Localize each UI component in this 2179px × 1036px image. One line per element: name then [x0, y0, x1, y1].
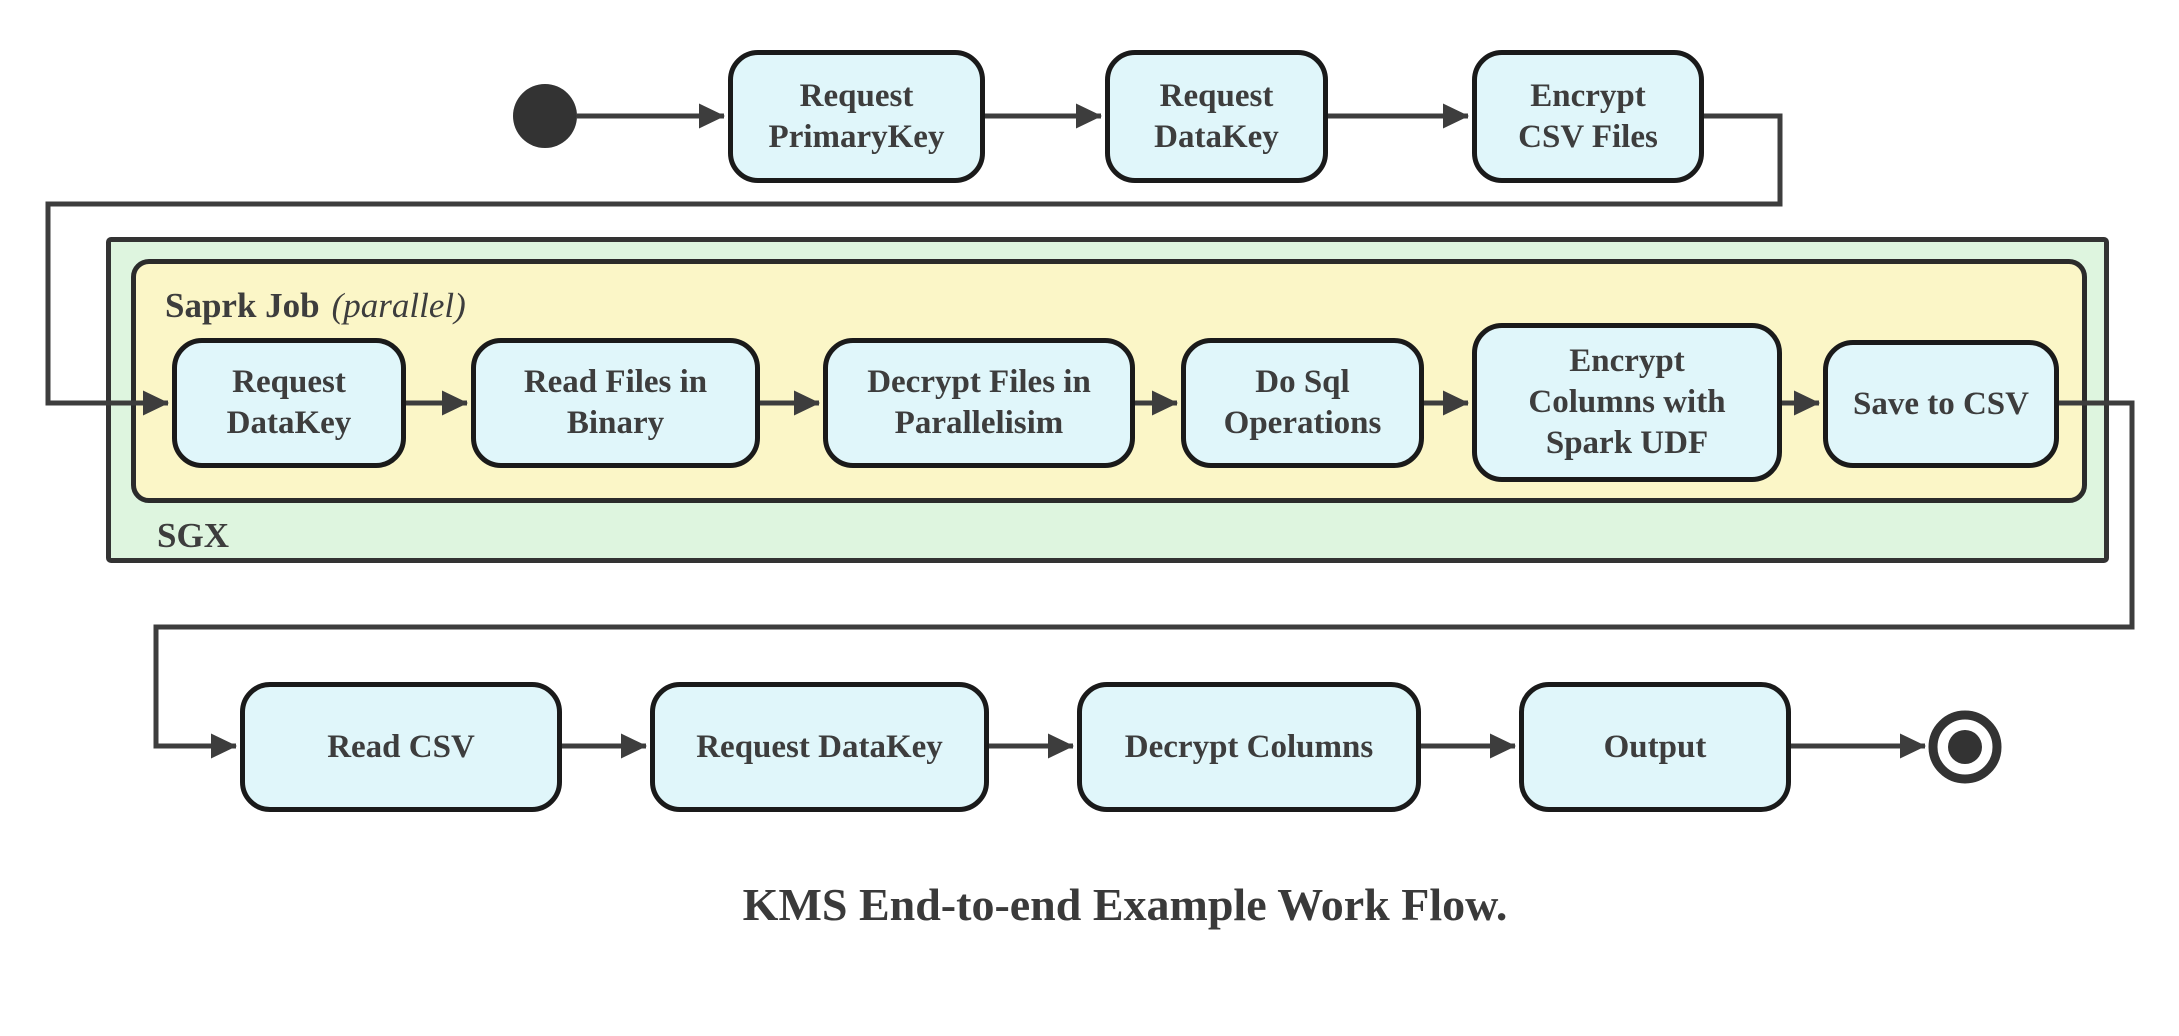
node-request-datakey-sgx: Request DataKey — [172, 338, 406, 468]
node-request-datakey-bottom: Request DataKey — [650, 682, 989, 812]
node-request-primarykey: Request PrimaryKey — [728, 50, 985, 183]
node-request-datakey-top: Request DataKey — [1105, 50, 1328, 183]
diagram-caption: KMS End-to-end Example Work Flow. — [742, 879, 1508, 930]
node-encrypt-csv-files: Encrypt CSV Files — [1472, 50, 1704, 183]
node-save-to-csv: Save to CSV — [1823, 340, 2059, 468]
node-decrypt-columns: Decrypt Columns — [1077, 682, 1421, 812]
node-read-files-binary: Read Files in Binary — [471, 338, 760, 468]
node-output: Output — [1519, 682, 1791, 812]
edge-save-csv-to-read-csv — [153, 400, 2135, 759]
sgx-label: SGX — [157, 516, 229, 555]
node-do-sql-operations: Do Sql Operations — [1181, 338, 1424, 468]
spark-job-qualifier: (parallel) — [331, 286, 466, 325]
edge-encrypt-csv-to-sgx-request-datakey — [45, 113, 1783, 416]
node-read-csv: Read CSV — [240, 682, 562, 812]
start-node-icon — [513, 84, 577, 148]
node-encrypt-columns-spark-udf: Encrypt Columns with Spark UDF — [1472, 323, 1782, 482]
node-decrypt-files-parallelism: Decrypt Files in Parallelisim — [823, 338, 1135, 468]
end-node-icon — [1928, 710, 2002, 784]
spark-job-label-text: Saprk Job — [165, 286, 320, 325]
spark-job-label: Saprk Job (parallel) — [165, 286, 466, 326]
